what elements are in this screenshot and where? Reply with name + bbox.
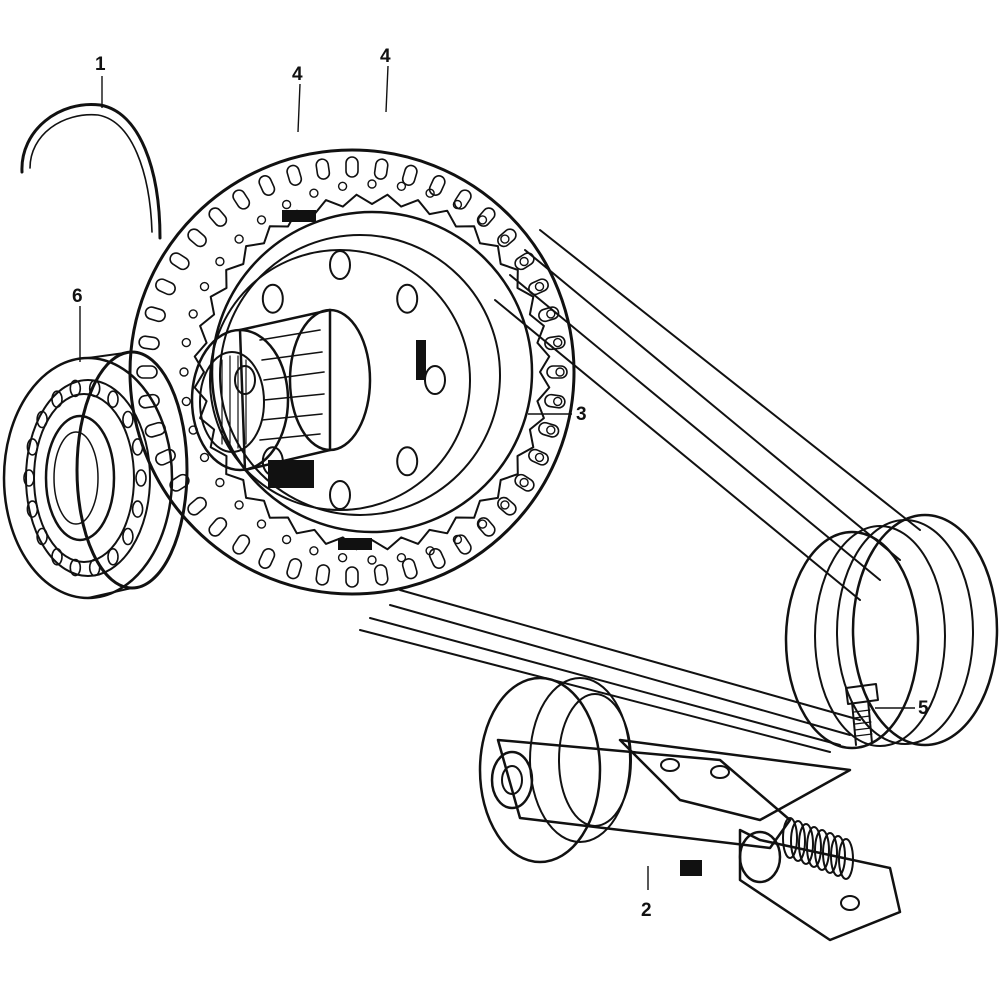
chain-links — [136, 156, 568, 588]
callout-2: 2 — [641, 900, 652, 921]
rear-sprocket — [784, 513, 999, 750]
ball-bearing — [2, 350, 189, 600]
drive-chain-strands — [359, 229, 921, 753]
bearing-balls — [23, 379, 147, 577]
snap-ring — [20, 102, 162, 240]
callout-5: 5 — [918, 698, 929, 719]
callout-1: 1 — [95, 54, 106, 75]
callout-3: 3 — [576, 404, 587, 425]
leader-lines — [79, 65, 915, 890]
bolt — [845, 683, 879, 746]
drive-sprocket — [128, 148, 576, 596]
callout-4-right: 4 — [380, 46, 391, 67]
chain-tensioner — [478, 676, 902, 942]
callout-4-left: 4 — [292, 64, 303, 85]
sprocket-teeth — [193, 193, 551, 551]
tension-spring — [782, 817, 854, 880]
callout-6: 6 — [72, 286, 83, 307]
